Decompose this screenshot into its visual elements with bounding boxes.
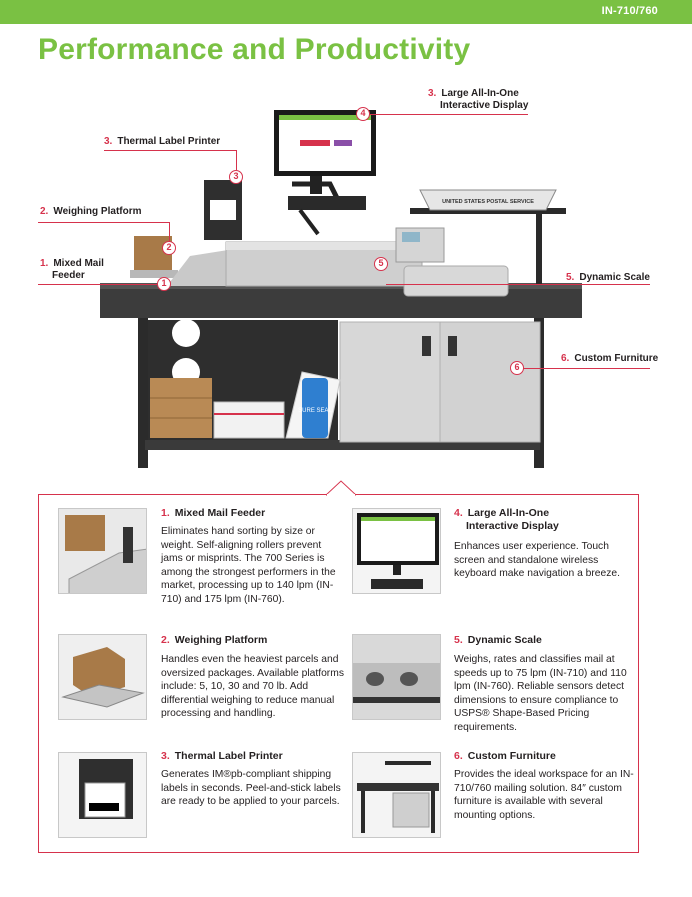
feature-description: Weighs, rates and classifies mail at spe… (454, 654, 627, 733)
mailing-system-illustration: SURE SEAL UNITED STATES POSTAL SERVICE (100, 110, 582, 468)
page-title: Performance and Productivity (38, 33, 471, 66)
marker-4: 4 (356, 107, 370, 121)
thumb-thermal-label-printer (58, 752, 147, 838)
feature-description: Provides the ideal workspace for an IN-7… (454, 769, 634, 821)
thumb-dynamic-scale (352, 634, 441, 720)
callout-dynamic-scale: 5.Dynamic Scale (566, 272, 650, 283)
panel-notch (326, 480, 356, 496)
thumb-interactive-display (352, 508, 441, 594)
marker-2: 2 (162, 241, 176, 255)
callout-weighing-platform: 2.Weighing Platform (40, 206, 142, 217)
mixed-mail-feeder (170, 250, 228, 286)
callout-thermal-label-printer: 3.Thermal Label Printer (104, 136, 221, 147)
svg-text:UNITED STATES POSTAL SERVICE: UNITED STATES POSTAL SERVICE (442, 199, 534, 205)
feature-title: 5.Dynamic Scale (454, 634, 542, 646)
dynamic-scale (403, 265, 509, 297)
thumb-custom-furniture (352, 752, 441, 838)
keyboard (288, 196, 366, 210)
table-leg (138, 318, 148, 468)
callout-interactive-display: 3.Large All-In-One Interactive Display (428, 88, 529, 111)
marker-5: 5 (374, 257, 388, 271)
marker-3: 3 (229, 170, 243, 184)
callout-custom-furniture: 6.Custom Furniture (561, 353, 659, 364)
thumb-weighing-platform (58, 634, 147, 720)
feature-description: Generates IM®pb-compliant shipping label… (161, 769, 341, 808)
header-bar: IN-710/760 (0, 0, 692, 24)
feature-title: 3.Thermal Label Printer (161, 750, 283, 762)
sealant-bottle (302, 378, 328, 438)
feature-description: Eliminates hand sorting by size or weigh… (161, 526, 336, 605)
svg-text:SURE SEAL: SURE SEAL (298, 408, 332, 414)
feature-description: Handles even the heaviest parcels and ov… (161, 654, 344, 720)
marker-1: 1 (157, 277, 171, 291)
feature-title: 1.Mixed Mail Feeder (161, 507, 266, 519)
feature-description: Enhances user experience. Touch screen a… (454, 541, 620, 580)
feature-title: 6.Custom Furniture (454, 750, 556, 762)
usps-tray (419, 189, 557, 211)
cardboard-boxes (150, 378, 212, 438)
envelope-stack (213, 401, 285, 439)
callout-mixed-mail-feeder: 1.Mixed Mail Feeder (40, 258, 104, 281)
marker-6: 6 (510, 361, 524, 375)
feature-title: 2.Weighing Platform (161, 634, 268, 646)
thumb-mixed-mail-feeder (58, 508, 147, 594)
model-number: IN-710/760 (601, 5, 658, 17)
feature-title: 4.Large All-In-One Interactive Display (454, 507, 559, 532)
tray-shelf (410, 208, 566, 214)
